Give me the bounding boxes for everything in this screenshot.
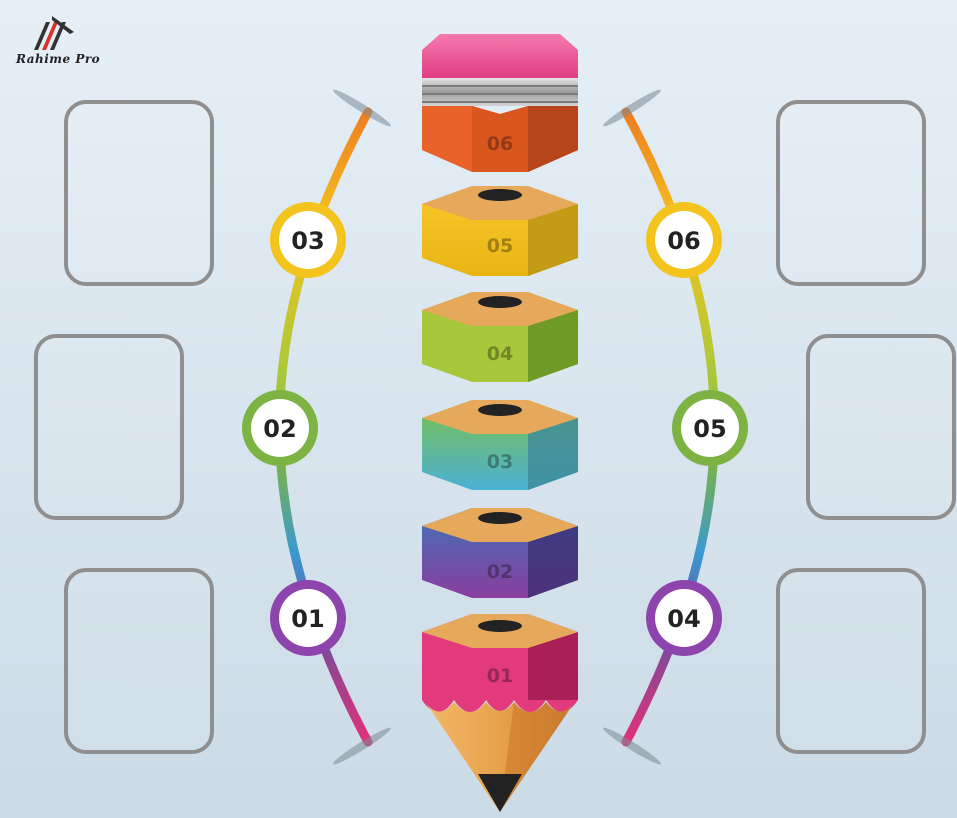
badge-06: 06 [646, 202, 722, 278]
badge-label-02: 02 [263, 415, 296, 443]
badge-03: 03 [270, 202, 346, 278]
logo-text: Rahime Pro [16, 52, 101, 66]
badge-05: 05 [672, 390, 748, 466]
badge-label-04: 04 [667, 605, 700, 633]
segment-label-02: 02 [487, 561, 513, 583]
badge-04: 04 [646, 580, 722, 656]
badge-label-05: 05 [693, 415, 726, 443]
pencil-segment-02: 02 [422, 508, 578, 598]
content-box-05 [806, 334, 956, 520]
logo-icon [34, 16, 74, 50]
segment-label-04: 04 [487, 343, 513, 365]
pencil-segment-01: 01 [422, 614, 578, 712]
content-box-06 [776, 100, 926, 286]
pencil-tip [424, 700, 576, 812]
pencil-segment-03: 03 [422, 400, 578, 490]
pencil-eraser [422, 34, 578, 106]
pencil-segment-05: 05 [422, 186, 578, 276]
badge-label-03: 03 [291, 227, 324, 255]
segment-label-05: 05 [487, 235, 513, 257]
badge-01: 01 [270, 580, 346, 656]
content-box-03 [64, 100, 214, 286]
badge-label-01: 01 [291, 605, 324, 633]
segment-label-06: 06 [487, 133, 513, 155]
segment-label-03: 03 [487, 451, 513, 473]
pencil-segment-06: 06 [422, 106, 578, 172]
badge-label-06: 06 [667, 227, 700, 255]
content-box-01 [64, 568, 214, 754]
pencil-segment-04: 04 [422, 292, 578, 382]
content-box-02 [34, 334, 184, 520]
badge-02: 02 [242, 390, 318, 466]
segment-label-01: 01 [487, 665, 513, 687]
arc-end-shadows [333, 89, 661, 765]
content-box-04 [776, 568, 926, 754]
